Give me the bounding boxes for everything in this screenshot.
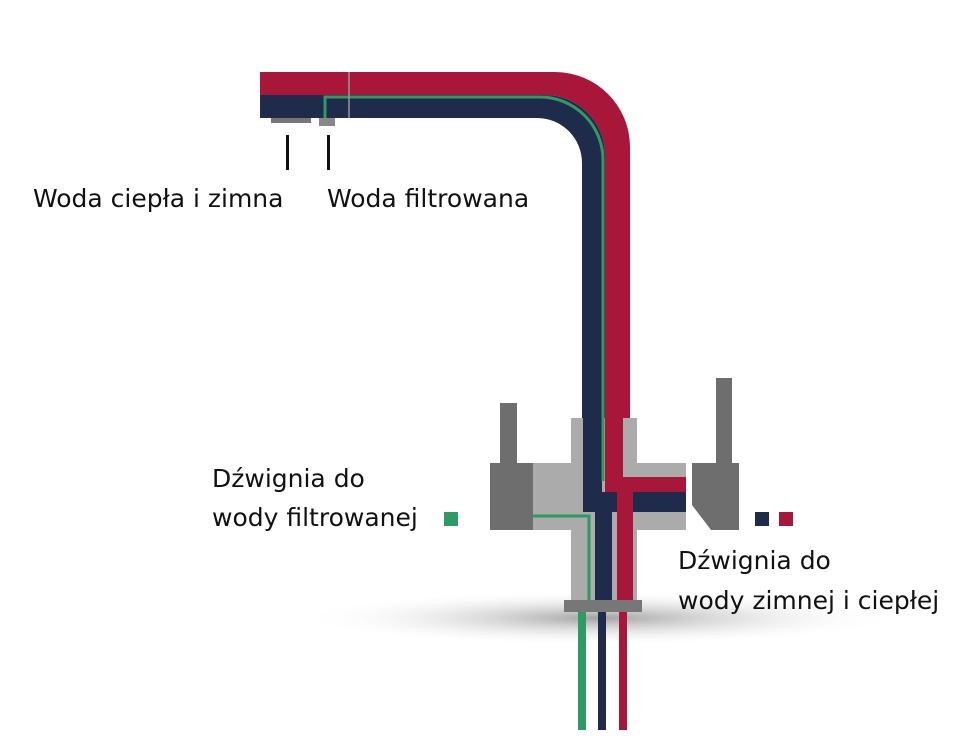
hot-cold-lever-handle[interactable] — [716, 378, 732, 465]
cold-legend-swatch — [755, 512, 769, 526]
hot-cold-lever-block[interactable] — [692, 463, 739, 530]
pointer-line — [327, 135, 330, 170]
hot-cold-lever-label-line2: wody zimnej i ciepłej — [678, 586, 940, 615]
filtered-lever-block[interactable] — [490, 463, 533, 530]
pointer-line — [286, 135, 289, 170]
filtered-legend-swatch — [444, 512, 458, 526]
filtered-lever-label-line2: wody filtrowanej — [212, 503, 418, 532]
filtered-lever-label-line1: Dźwignia do — [212, 464, 365, 493]
cold-supply-pipe — [598, 612, 606, 730]
filtered-supply-pipe — [578, 612, 586, 730]
spout-filtered-line — [323, 95, 605, 482]
hot-supply-pipe — [619, 612, 627, 730]
hot-cold-outlet-label: Woda ciepła i zimna — [33, 184, 284, 213]
spout-cold-channel — [260, 95, 605, 418]
hot-cold-outlet-nozzle — [271, 118, 311, 123]
filtered-outlet-label: Woda filtrowana — [327, 184, 530, 213]
filtered-lever-handle[interactable] — [500, 403, 517, 465]
hot-legend-swatch — [779, 512, 793, 526]
spout-hot-channel — [260, 72, 630, 418]
filtered-outlet-nozzle — [319, 118, 335, 126]
hot-cold-lever-label-line1: Dźwignia do — [678, 546, 831, 575]
base-plate — [564, 600, 642, 612]
